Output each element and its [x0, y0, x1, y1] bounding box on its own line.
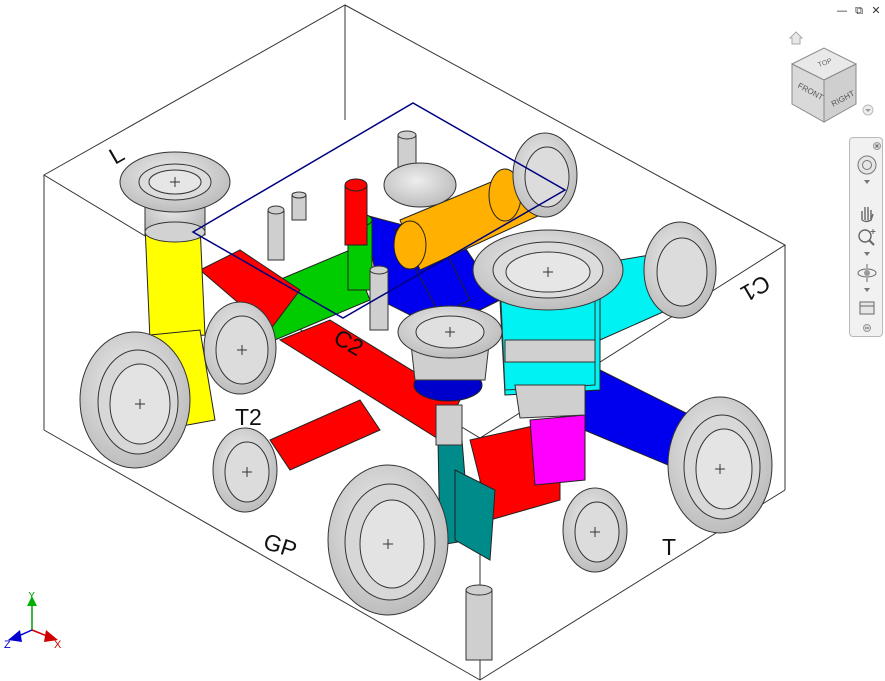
minimize-button[interactable]: —: [836, 4, 848, 17]
steering-wheel-menu-icon[interactable]: [861, 178, 873, 186]
port-T-right: [667, 396, 773, 534]
look-at-icon[interactable]: [854, 296, 880, 318]
x-axis-arrow: [44, 630, 58, 642]
label-T2: T2: [235, 404, 262, 430]
selection-outline: [191, 102, 567, 319]
axis-triad: Y X Z: [4, 592, 62, 651]
viewcube-menu-icon[interactable]: [862, 104, 874, 116]
port-back-center: [383, 162, 457, 208]
port-C2-side: [203, 301, 277, 395]
viewcube[interactable]: TOP FRONT RIGHT: [784, 42, 864, 126]
label-C1: C1: [736, 270, 774, 307]
x-axis-label: X: [54, 639, 62, 651]
orbit-menu-icon[interactable]: [861, 286, 873, 294]
pan-icon[interactable]: [854, 202, 880, 224]
zoom-icon[interactable]: [854, 226, 880, 248]
close-button[interactable]: ✕: [871, 4, 881, 17]
zoom-menu-icon[interactable]: [861, 250, 873, 258]
z-axis-arrow: [8, 630, 22, 642]
orbit-icon[interactable]: [854, 262, 880, 284]
home-icon[interactable]: [788, 30, 804, 46]
port-front-left: [79, 331, 191, 469]
y-axis-label: Y: [28, 592, 36, 602]
navbar-customize-icon[interactable]: [863, 324, 871, 332]
restore-button[interactable]: ⧉: [855, 3, 863, 17]
label-L: L: [105, 140, 129, 169]
port-center-small: [397, 305, 503, 381]
magenta-passage: [529, 414, 586, 486]
label-T: T: [662, 534, 676, 560]
viewcube-top-label: TOP: [817, 58, 833, 70]
port-back-top: [512, 132, 578, 218]
port-T2: [212, 427, 278, 513]
navbar-close-icon[interactable]: [873, 142, 881, 150]
y-axis-arrow: [27, 596, 37, 606]
center-marks: [135, 177, 725, 549]
viewcube-right-face: [823, 63, 857, 123]
window-controls: — ⧉ ✕: [835, 3, 883, 18]
z-axis-label: Z: [4, 639, 11, 651]
steering-wheel-icon[interactable]: [854, 154, 880, 176]
port-C1: [643, 221, 717, 319]
port-L: [119, 151, 231, 243]
navigation-bar: [849, 137, 883, 337]
